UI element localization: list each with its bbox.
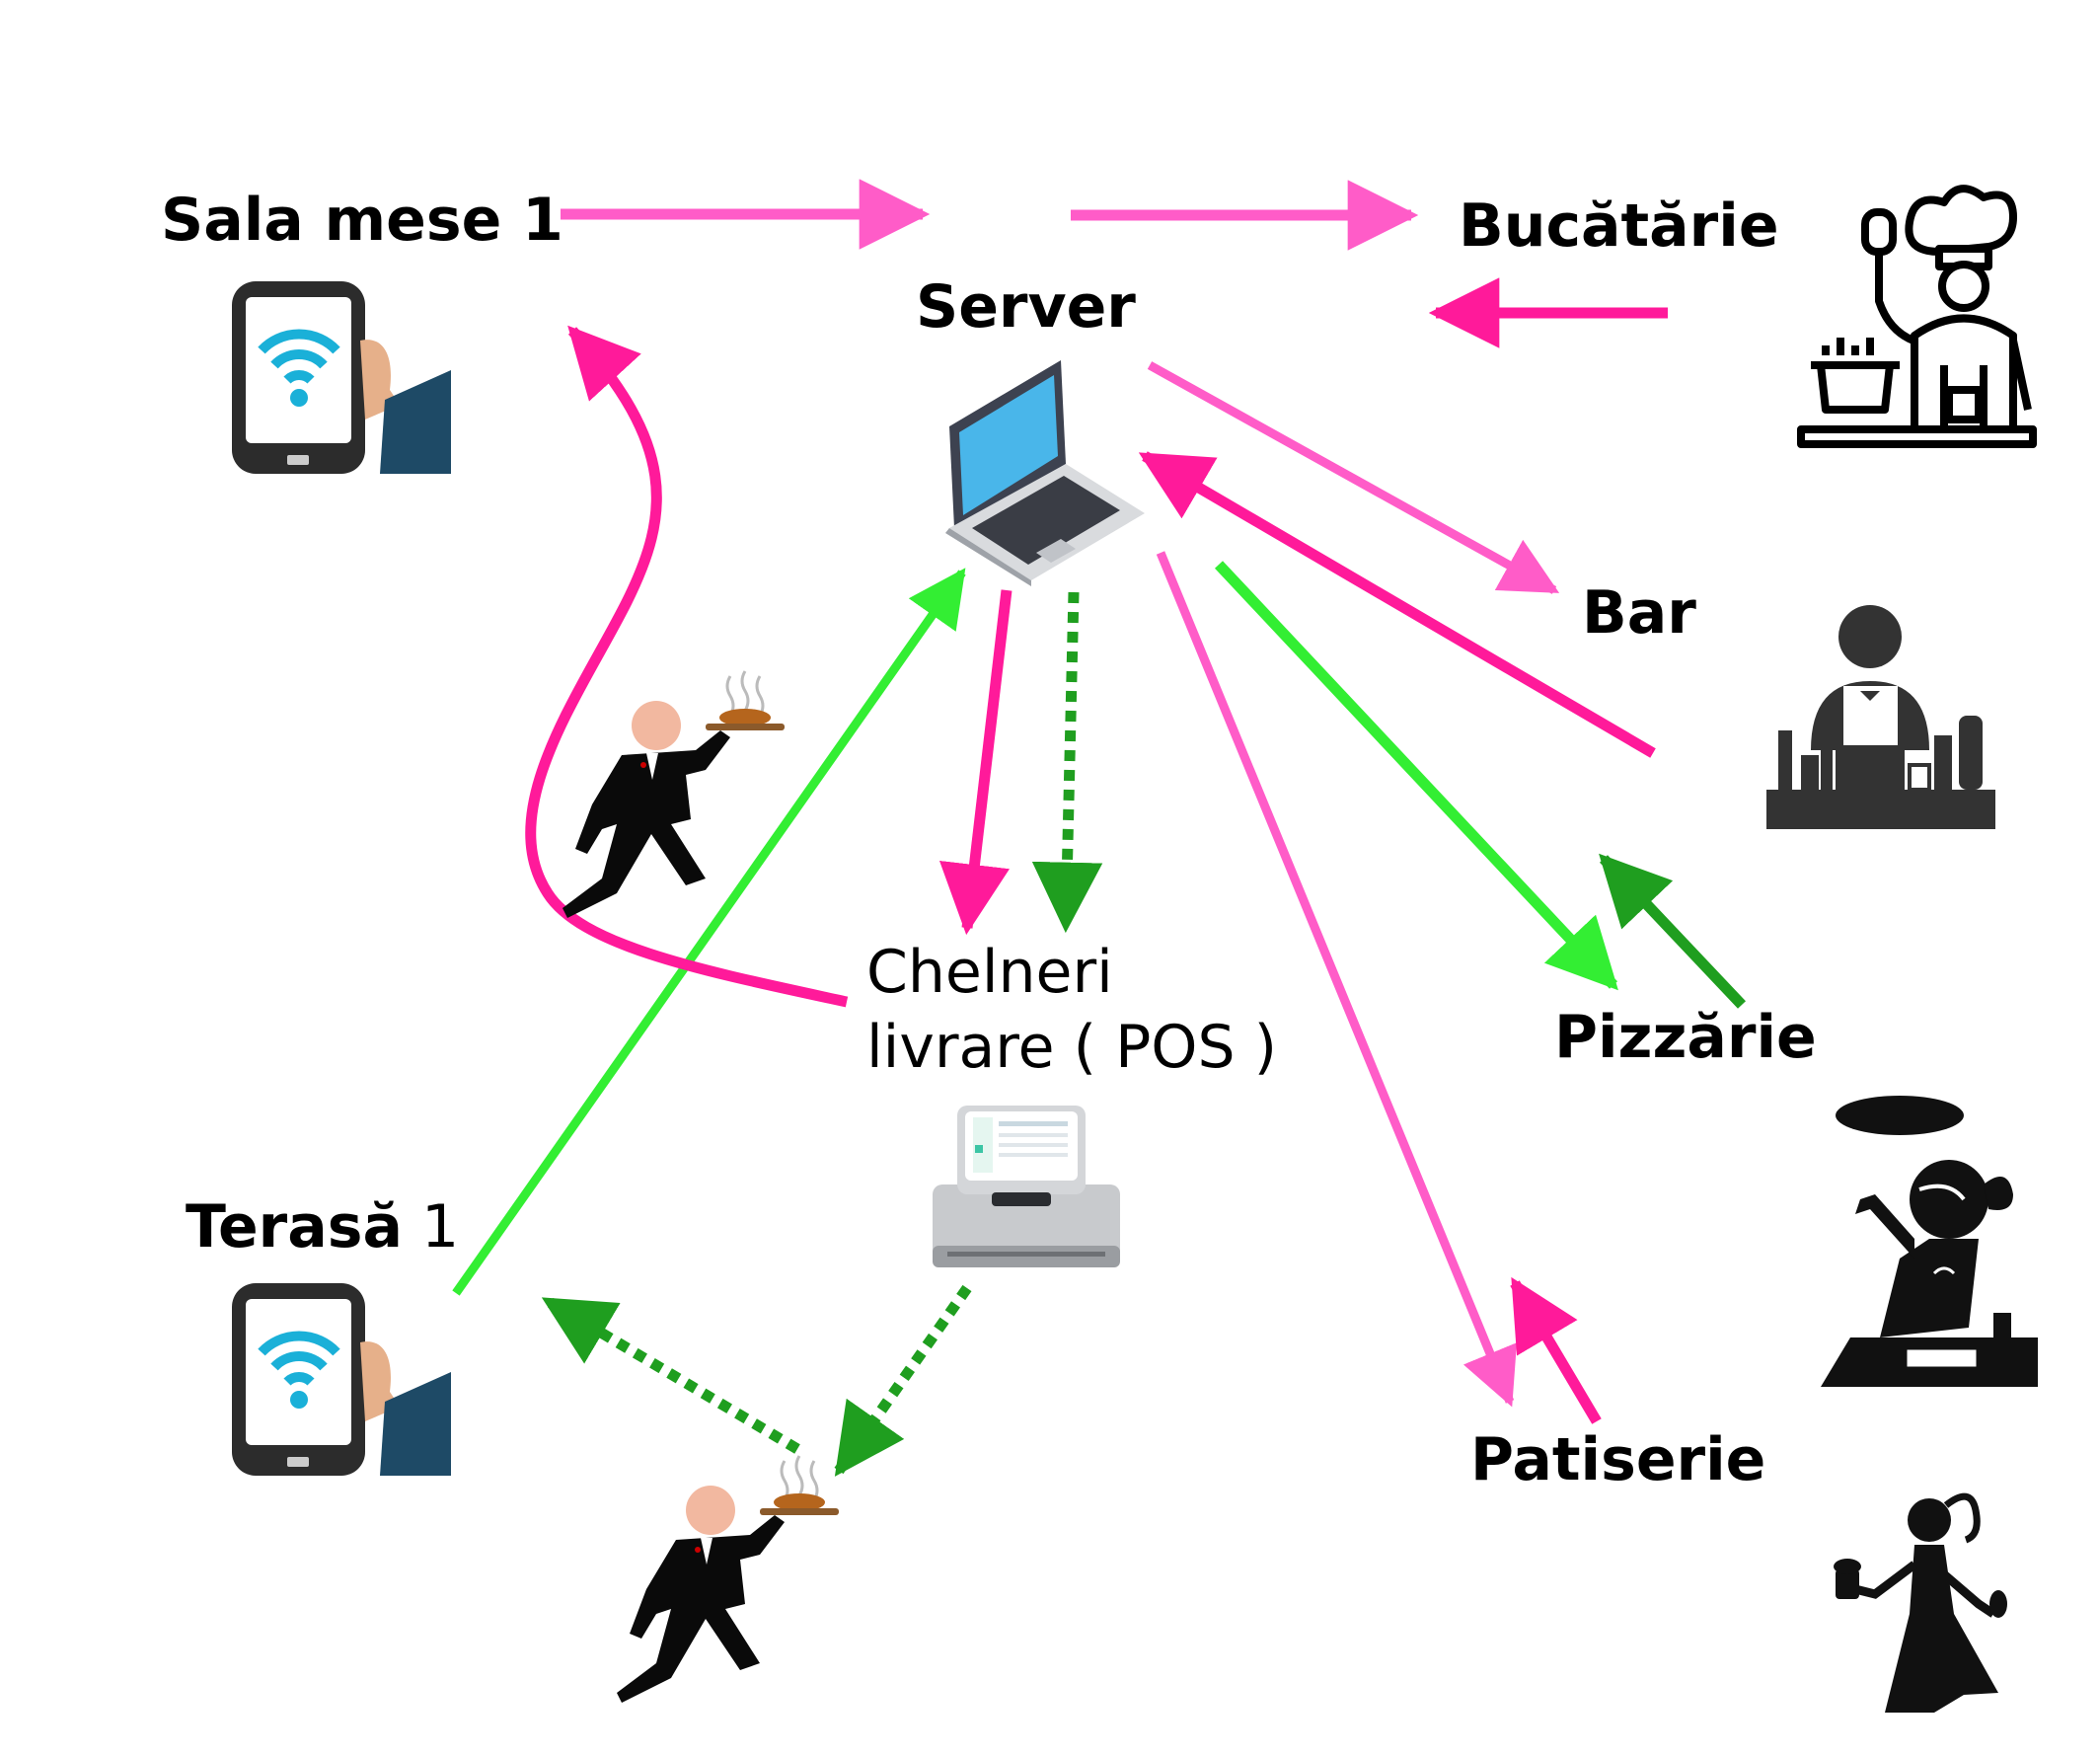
arrow-patiserie-to-server [1510,1276,1602,1424]
waiter-icon [617,1455,839,1703]
arrow-chelneri-to-sala [525,325,849,1008]
terasa-label-number: 1 [402,1192,460,1261]
laptop-icon [945,360,1145,586]
arrow-server-to-chelneri [938,589,1012,936]
bucatarie-label: Bucătărie [1459,191,1779,261]
arrow-server-to-pizzarie [1214,561,1618,991]
waiter-icon [562,670,785,918]
pizza-chef-icon [1821,1096,2038,1387]
arrow-server-to-chelneri-dotted [1031,591,1103,934]
bartender-icon [1766,605,1995,829]
arrow-terasa-to-server [452,568,966,1296]
phone-wifi-icon [232,1283,451,1476]
arrow-pizzarie-to-server [1599,853,1746,1009]
arrow-pos-to-waiter [834,1284,972,1477]
chelneri-label-line1: Chelneri [866,938,1113,1007]
sala-mese-label: Sala mese 1 [161,186,563,255]
arrow-waiter-to-terasa [541,1296,800,1454]
arrows [452,179,1746,1477]
arrow-bar-to-server [1138,451,1656,758]
chelneri-label-line2: livrare ( POS ) [866,1013,1278,1082]
arrow-server-to-bar [1147,361,1560,594]
chef-icon [1797,185,2037,448]
terasa-label-bold: Terasă [186,1192,403,1261]
arrow-server-to-patiserie [1156,551,1518,1408]
pastry-chef-icon [1834,1492,2007,1713]
phone-wifi-icon [232,281,451,474]
pizzarie-label: Pizzărie [1554,1003,1817,1072]
patiserie-label: Patiserie [1470,1425,1766,1494]
server-label: Server [916,272,1136,342]
bar-label: Bar [1582,578,1696,648]
pos-terminal-icon [933,1106,1120,1267]
terasa-label: Terasă 1 [186,1194,459,1260]
